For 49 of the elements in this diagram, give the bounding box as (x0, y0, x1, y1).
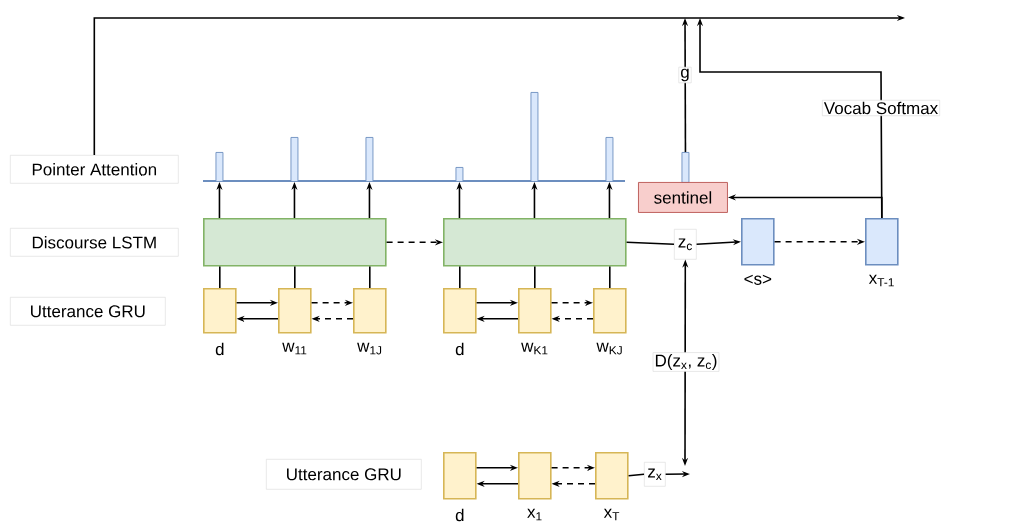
decoder-cell (741, 218, 775, 266)
gru-cell (518, 288, 552, 334)
attention-bar (530, 92, 539, 182)
gru-cell (595, 452, 629, 500)
text-box: z$_{c}$ (674, 229, 697, 260)
attention-bar (605, 137, 614, 182)
text-box: Utterance GRU (10, 297, 166, 326)
text-box: Utterance GRU (266, 459, 422, 490)
cell-caption: x$_{1}$ (527, 508, 542, 521)
cell-caption: x$_{T-1}$ (868, 274, 894, 287)
gru-cell (278, 288, 312, 334)
connector-line (219, 265, 221, 289)
cell-caption: d (455, 508, 464, 522)
edge-label: D(z$_{x}$, z$_{c}$) (652, 352, 720, 372)
gru-cell (203, 288, 237, 334)
connector-line (294, 265, 296, 289)
text-box: Discourse LSTM (10, 228, 179, 257)
connector-line (625, 241, 675, 246)
decoder-cell (865, 218, 899, 266)
gru-cell (353, 288, 387, 334)
gru-cell (443, 288, 477, 334)
cell-caption: d (215, 342, 224, 356)
sentinel-box: sentinel (638, 182, 728, 213)
connector-line (609, 265, 611, 289)
gru-cell (443, 452, 477, 500)
text-box: z$_{x}$ (644, 462, 666, 487)
attention-bar (455, 167, 464, 182)
attention-bar (215, 152, 224, 182)
lstm-box (203, 218, 387, 267)
cell-caption: d (455, 342, 464, 356)
lstm-box (443, 218, 627, 267)
cell-caption: <s> (744, 274, 772, 285)
cell-caption: w$_{1J}$ (357, 342, 382, 355)
cell-caption: w$_{K1}$ (521, 342, 548, 355)
cell-caption: x$_{T}$ (603, 508, 620, 521)
gru-cell (593, 288, 627, 334)
text-box: Pointer Attention (10, 155, 179, 184)
connector-line (369, 265, 371, 289)
edge-label: g (678, 66, 692, 84)
attention-bar (290, 137, 299, 182)
attention-bar (681, 152, 690, 183)
connector-line (627, 473, 645, 477)
connector-line (459, 265, 461, 289)
attention-bar (365, 137, 374, 182)
gru-cell (518, 452, 552, 500)
edge-label: Vocab Softmax (822, 99, 940, 117)
cell-caption: w$_{11}$ (282, 342, 307, 355)
cell-caption: w$_{KJ}$ (596, 342, 622, 355)
connector-line (534, 265, 536, 289)
